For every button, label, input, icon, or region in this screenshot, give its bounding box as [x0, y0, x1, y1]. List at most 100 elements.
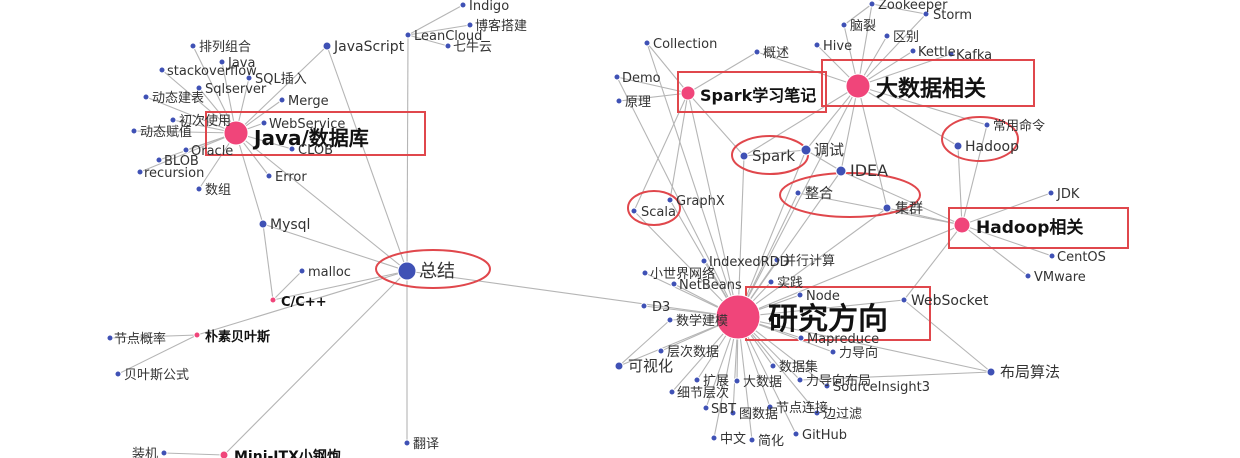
node-naolie[interactable] — [840, 21, 848, 29]
node-stackoverflow[interactable] — [158, 66, 166, 74]
node-tushuju[interactable] — [729, 409, 737, 417]
node-github[interactable] — [792, 430, 800, 438]
node-jianhua[interactable] — [748, 436, 756, 444]
node-spark[interactable] — [739, 151, 749, 161]
node-shijian[interactable] — [767, 278, 775, 286]
node-buju[interactable] — [986, 367, 996, 377]
node-clob[interactable] — [288, 145, 296, 153]
node-sbt[interactable] — [702, 404, 710, 412]
label-bigdata: 大数据相关 — [876, 76, 986, 102]
node-demo[interactable] — [613, 73, 621, 81]
node-pusu[interactable] — [193, 331, 201, 339]
node-indexedrdd[interactable] — [700, 257, 708, 265]
edge-hadoop_rel-centos — [961, 224, 1053, 257]
node-shujuji[interactable] — [769, 362, 777, 370]
node-tiaoshi[interactable] — [800, 144, 812, 156]
node-oracle[interactable] — [182, 146, 190, 154]
node-javascript[interactable] — [322, 41, 332, 51]
node-lidaoxiang[interactable] — [829, 348, 837, 356]
node-lidaobuju[interactable] — [796, 376, 804, 384]
node-xijie[interactable] — [668, 388, 676, 396]
edge-hadoop_rel-zhenghe — [797, 192, 963, 226]
node-mapreduce[interactable] — [797, 334, 805, 342]
node-zongjie[interactable] — [397, 261, 417, 281]
node-scala[interactable] — [630, 207, 638, 215]
node-zhenghe[interactable] — [794, 189, 802, 197]
node-centos[interactable] — [1048, 252, 1056, 260]
node-jdk[interactable] — [1047, 189, 1055, 197]
node-node[interactable] — [796, 291, 804, 299]
node-bigdata[interactable] — [845, 73, 871, 99]
node-sqlserver[interactable] — [195, 84, 203, 92]
node-indigo[interactable] — [459, 1, 467, 9]
node-fanyi[interactable] — [403, 439, 411, 447]
node-hive[interactable] — [813, 41, 821, 49]
node-xiaoshijie[interactable] — [641, 269, 649, 277]
label-boke: 博客搭建 — [475, 18, 527, 34]
label-graphx: GraphX — [676, 194, 725, 209]
node-jiedianlj[interactable] — [766, 403, 774, 411]
label-sqlserver: Sqlserver — [205, 82, 267, 97]
node-idea[interactable] — [835, 165, 847, 177]
node-cpp[interactable] — [269, 296, 277, 304]
node-boke[interactable] — [466, 21, 474, 29]
node-kuozhan[interactable] — [693, 376, 701, 384]
node-bianguolv[interactable] — [813, 409, 821, 417]
node-zhongwen[interactable] — [710, 434, 718, 442]
node-qiniu[interactable] — [444, 42, 452, 50]
node-jiqun[interactable] — [882, 203, 892, 213]
node-kafka[interactable] — [947, 50, 955, 58]
node-qubie[interactable] — [883, 32, 891, 40]
node-shuxue[interactable] — [666, 316, 674, 324]
label-spark: Spark — [752, 147, 795, 165]
label-centos: CentOS — [1057, 250, 1106, 265]
node-java[interactable] — [223, 120, 249, 146]
node-yuanli[interactable] — [615, 97, 623, 105]
node-merge[interactable] — [278, 96, 286, 104]
node-changyong[interactable] — [983, 121, 991, 129]
node-chuci[interactable] — [169, 116, 177, 124]
node-bingxing[interactable] — [773, 256, 781, 264]
node-fuzhi[interactable] — [130, 127, 138, 135]
node-collection[interactable] — [643, 39, 651, 47]
node-keshihua[interactable] — [614, 361, 624, 371]
label-java2: Java — [227, 56, 255, 71]
node-storm[interactable] — [922, 10, 930, 18]
node-vmware[interactable] — [1024, 272, 1032, 280]
node-leancloud[interactable] — [404, 31, 412, 39]
node-recursion[interactable] — [136, 168, 144, 176]
node-hadoop[interactable] — [953, 141, 963, 151]
node-webservice[interactable] — [260, 119, 268, 127]
node-gaishu[interactable] — [753, 48, 761, 56]
node-malloc[interactable] — [298, 267, 306, 275]
node-websocket[interactable] — [900, 296, 908, 304]
node-kettle[interactable] — [909, 47, 917, 55]
node-mysql[interactable] — [258, 219, 268, 229]
node-spark_notes[interactable] — [680, 85, 696, 101]
label-scala: Scala — [641, 205, 676, 220]
node-dashuju[interactable] — [733, 377, 741, 385]
node-error[interactable] — [265, 172, 273, 180]
node-netbeans[interactable] — [670, 280, 678, 288]
node-zookeeper[interactable] — [868, 0, 876, 8]
node-java2[interactable] — [218, 58, 226, 66]
node-sourceinsight[interactable] — [823, 382, 831, 390]
node-cengci[interactable] — [657, 347, 665, 355]
node-graphx[interactable] — [666, 196, 674, 204]
node-d3[interactable] — [640, 302, 648, 310]
node-pailie[interactable] — [189, 42, 197, 50]
node-beiyesi[interactable] — [114, 370, 122, 378]
node-sqlinsert[interactable] — [245, 74, 253, 82]
edge-idea-tiaoshi — [805, 149, 842, 172]
label-tushuju: 图数据 — [739, 407, 778, 422]
node-shuzu[interactable] — [195, 185, 203, 193]
node-mini[interactable] — [219, 450, 229, 458]
node-jiedian[interactable] — [106, 334, 114, 342]
node-dongtai[interactable] — [142, 93, 150, 101]
node-hadoop_rel[interactable] — [953, 216, 971, 234]
edge-hadoop_rel-vmware — [961, 224, 1029, 277]
node-zhuangji[interactable] — [160, 449, 168, 457]
edge-zongjie-mysql — [262, 223, 408, 272]
node-yanjiu[interactable] — [715, 294, 761, 340]
node-blob[interactable] — [155, 156, 163, 164]
